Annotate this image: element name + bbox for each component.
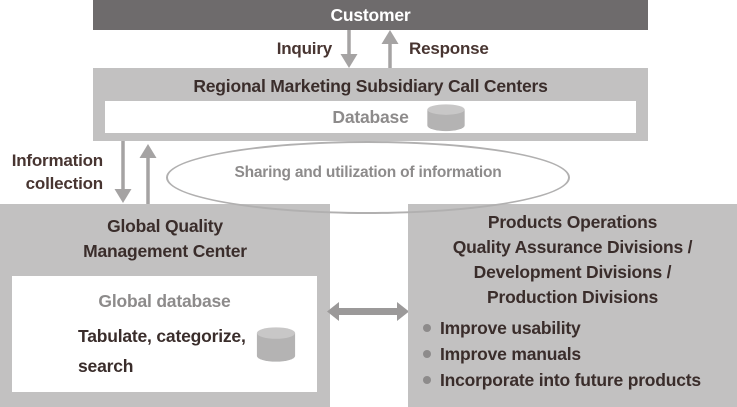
exchange-double-arrow-icon: [327, 302, 409, 321]
sharing-label: Sharing and utilization of information: [234, 164, 502, 181]
response-label: Response: [409, 39, 489, 58]
bullet-icon: [423, 324, 431, 332]
call-center-box: Regional Marketing Subsidiary Call Cente…: [93, 68, 648, 141]
products-operations-title-line1: Products Operations: [487, 212, 658, 232]
information-collection-line2: collection: [25, 174, 104, 193]
global-quality-center-box: Global Quality Management Center Global …: [0, 204, 330, 407]
global-database-cylinder-icon: [256, 327, 296, 362]
collection-down-arrow-icon: [114, 141, 132, 203]
products-operations-title-line2: Quality Assurance Divisions /: [452, 237, 693, 257]
products-operations-title-line4: Production Divisions: [486, 287, 659, 307]
collection-up-arrow-icon: [139, 144, 157, 206]
response-up-arrow-icon: [381, 30, 399, 68]
global-quality-center-title-line2: Management Center: [83, 241, 247, 261]
global-database-line1: Tabulate, categorize,: [78, 326, 246, 346]
bullet-item: Improve manuals: [423, 341, 701, 367]
products-operations-bullet-list: Improve usability Improve manuals Incorp…: [423, 315, 701, 393]
global-database-title: Global database: [98, 291, 231, 311]
information-collection-line1: Information: [11, 151, 103, 170]
call-center-database-box: Database: [105, 101, 636, 133]
information-collection-label: Information collection: [0, 149, 103, 195]
bullet-text: Improve manuals: [440, 343, 581, 364]
customer-box: Customer: [93, 0, 648, 30]
bullet-icon: [423, 350, 431, 358]
products-operations-box: Products Operations Quality Assurance Di…: [408, 204, 737, 407]
customer-label: Customer: [330, 5, 411, 25]
global-quality-center-title-line1: Global Quality: [107, 216, 223, 236]
bullet-item: Incorporate into future products: [423, 367, 701, 393]
bullet-text: Incorporate into future products: [440, 369, 701, 390]
inquiry-down-arrow-icon: [340, 30, 358, 68]
bullet-icon: [423, 376, 431, 384]
global-database-description: Tabulate, categorize, search: [78, 321, 246, 381]
products-operations-title: Products Operations Quality Assurance Di…: [408, 210, 737, 310]
bullet-text: Improve usability: [440, 317, 581, 338]
global-database-line2: search: [78, 356, 134, 376]
global-database-box: Global database Tabulate, categorize, se…: [12, 276, 317, 392]
call-center-title: Regional Marketing Subsidiary Call Cente…: [193, 76, 548, 96]
inquiry-label: Inquiry: [276, 39, 332, 58]
bullet-item: Improve usability: [423, 315, 701, 341]
global-quality-center-title: Global Quality Management Center: [0, 214, 330, 264]
database-cylinder-icon: [427, 104, 465, 132]
call-center-database-label: Database: [332, 107, 409, 127]
products-operations-title-line3: Development Divisions /: [473, 262, 672, 282]
